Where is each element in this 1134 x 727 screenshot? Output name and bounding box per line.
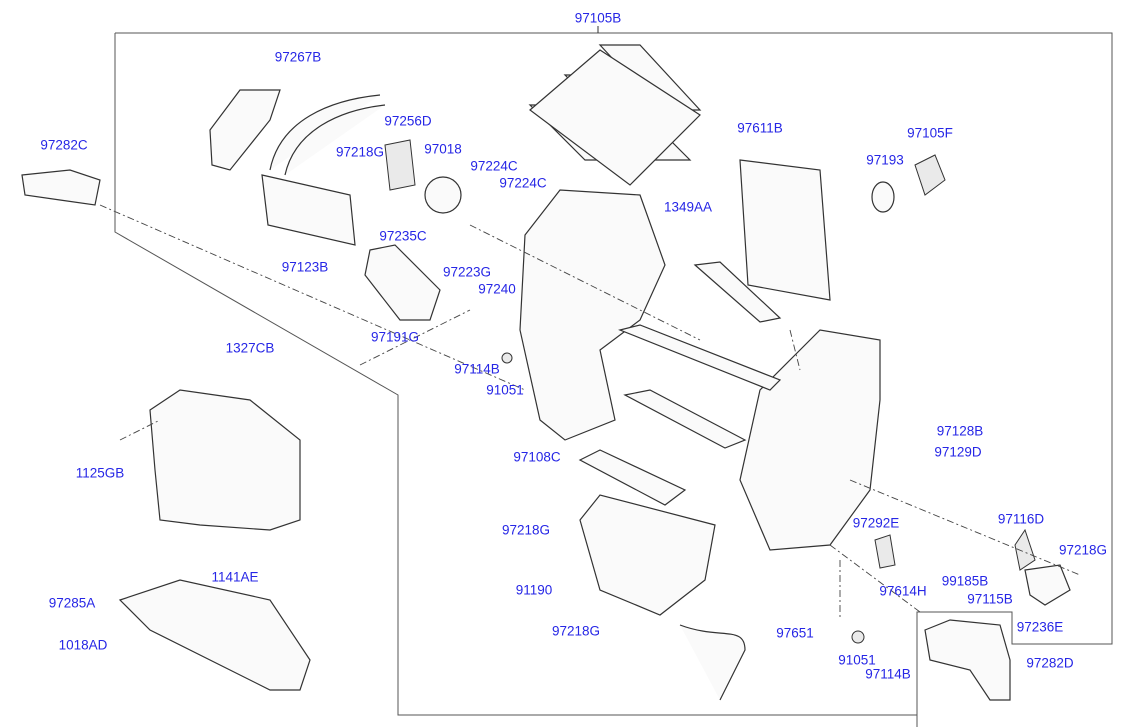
blower-fan-part [424,176,462,214]
part-number-label-91051-a[interactable]: 91051 [486,382,524,398]
part-number-label-97114B-b[interactable]: 97114B [865,666,911,682]
part-number-label-97285A[interactable]: 97285A [48,595,96,611]
part-number-label-97128B[interactable]: 97128B [936,423,984,439]
resistor-part [874,534,896,569]
actuator-small-part [384,139,416,191]
heater-core-part [261,94,386,246]
part-number-label-97218G-b[interactable]: 97218G [501,522,551,538]
part-number-label-97218G-a[interactable]: 97218G [335,144,385,160]
part-number-label-1125GB[interactable]: 1125GB [75,465,125,481]
part-number-label-1349AA[interactable]: 1349AA [663,199,713,215]
filter-part [528,44,702,186]
assembly-boundary-left [114,33,917,716]
part-number-label-97224C-a[interactable]: 97224C [470,158,518,174]
assembly-boundary [115,32,1113,727]
part-number-label-97614H[interactable]: 97614H [879,583,927,599]
part-number-label-1141AE[interactable]: 1141AE [211,569,259,585]
valve-part [914,154,946,196]
cap-part [871,181,895,213]
door-part-3 [693,261,782,323]
duct-right-part [924,619,1011,701]
part-number-label-97129D[interactable]: 97129D [934,444,982,460]
part-number-label-97123B[interactable]: 97123B [281,259,329,275]
part-number-label-97218G-d[interactable]: 97218G [551,623,601,639]
part-number-label-97223G[interactable]: 97223G [442,264,492,280]
part-number-label-91190[interactable]: 91190 [515,582,553,598]
part-number-label-1018AD[interactable]: 1018AD [58,637,108,653]
lever-part [1014,528,1036,571]
part-number-label-97236E[interactable]: 97236E [1016,619,1064,635]
under-cover-part [118,579,311,691]
part-number-label-91051-b[interactable]: 91051 [838,652,876,668]
part-number-label-97256D[interactable]: 97256D [384,113,432,129]
evaporator-part [739,159,831,301]
part-number-label-97282C[interactable]: 97282C [40,137,88,153]
blower-unit-part [149,389,301,531]
part-number-label-97651[interactable]: 97651 [776,625,814,641]
part-number-label-97108C[interactable]: 97108C [513,449,561,465]
part-number-label-97218G-c[interactable]: 97218G [1058,542,1108,558]
part-number-label-97235C[interactable]: 97235C [379,228,427,244]
door-part-2 [623,389,747,449]
part-number-label-1327CB[interactable]: 1327CB [225,340,275,356]
part-number-label-97115B[interactable]: 97115B [967,591,1013,607]
case-left-part [519,189,666,441]
part-number-label-97105F[interactable]: 97105F [907,125,953,141]
part-number-label-97292E[interactable]: 97292E [852,515,900,531]
part-number-label-97105B[interactable]: 97105B [574,10,622,26]
grommet-part [851,630,865,644]
lower-case-part [579,494,716,616]
grommet-part-2 [501,352,513,364]
part-number-label-97191G[interactable]: 97191G [370,329,420,345]
duct-left-part [21,169,101,206]
part-number-label-97240[interactable]: 97240 [478,281,516,297]
bracket-part [209,89,281,171]
part-number-label-99185B[interactable]: 99185B [941,573,989,589]
link-part [364,244,441,321]
part-number-label-97611B[interactable]: 97611B [737,120,783,136]
part-number-label-97114B-a[interactable]: 97114B [454,361,500,377]
door-part [618,324,782,391]
actuator-part [1024,564,1071,606]
part-number-label-97267B[interactable]: 97267B [274,49,322,65]
part-number-label-97193[interactable]: 97193 [866,152,904,168]
drain-hose-part [679,624,746,701]
filter-cover-part [578,449,687,506]
part-number-label-97018[interactable]: 97018 [424,141,462,157]
part-number-label-97224C-b[interactable]: 97224C [499,175,547,191]
part-number-label-97116D[interactable]: 97116D [997,511,1045,527]
part-number-label-97282D[interactable]: 97282D [1026,655,1074,671]
